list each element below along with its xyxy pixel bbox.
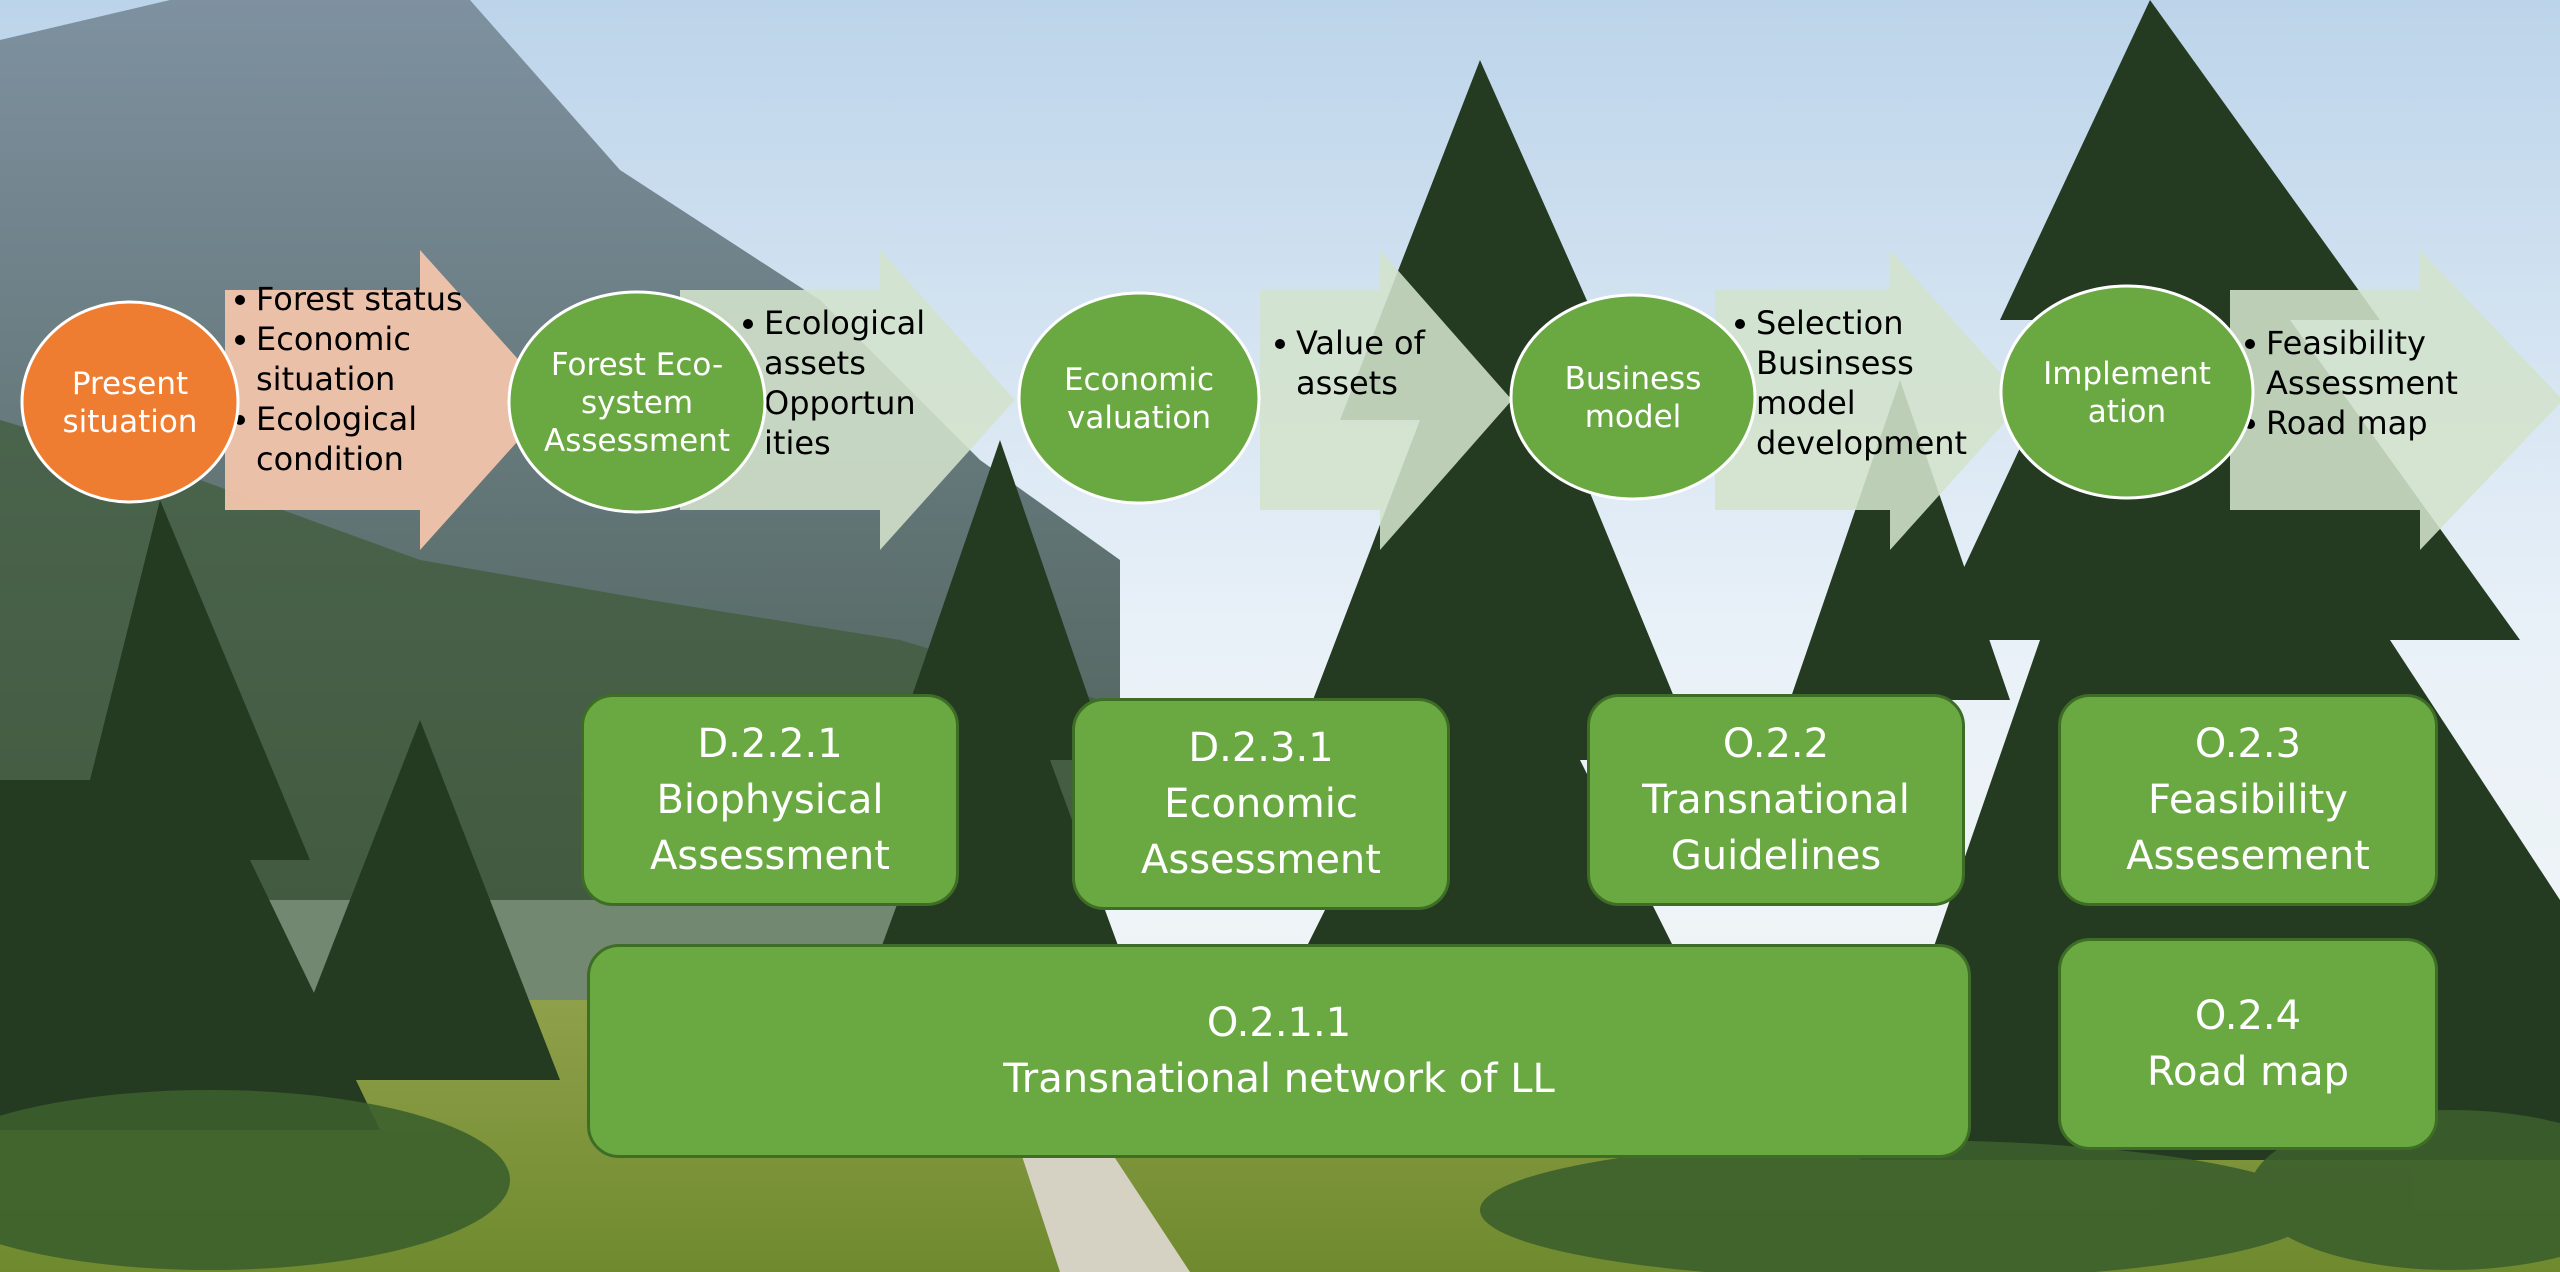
process-arrow-3 [1260,250,1512,550]
process-stage-4 [1509,293,1757,501]
process-bullet-text: Feasibility [2266,324,2426,362]
process-bullet-text: development [1756,424,1967,462]
process-bullet-text: condition [256,440,404,478]
process-bullet-text: situation [256,360,395,398]
process-bullet-text: Businsess [1756,344,1914,382]
process-stage-label: ation [2088,394,2166,430]
bullet-dot [2245,339,2255,349]
process-bullet-text: Selection [1756,304,1903,342]
output-o24-box: O.2.4 Road map [2058,938,2438,1150]
output-title-line-1: Biophysical [656,777,884,823]
process-stage-label: Forest Eco- [551,347,723,383]
process-stage-label: Economic [1064,362,1214,398]
process-bullet-text: model [1756,384,1856,422]
process-stage-label: Implement [2043,356,2211,392]
output-code: O.2.3 [2194,721,2302,767]
process-stage-label: system [581,385,693,421]
process-stage-3 [1017,291,1261,505]
process-bullet-text: Assessment [2266,364,2458,402]
process-arrow-5 [2230,250,2560,550]
output-d231-box: D.2.3.1 Economic Assessment [1072,698,1450,910]
output-title-line-2: Assessment [1141,837,1381,883]
process-bullet-text: Value of [1296,324,1426,362]
process-stage-label: model [1585,399,1682,435]
process-bullet-text: Economic [256,320,411,358]
process-bullet-text: Ecological [256,400,417,438]
output-o211-box: O.2.1.1 Transnational network of LL [587,944,1971,1158]
process-arrow-4 [1715,250,2025,550]
process-bullet-text: assets [1296,364,1398,402]
bullet-dot [235,335,245,345]
output-code: D.2.2.1 [697,721,843,767]
output-code: O.2.1.1 [1206,1000,1352,1046]
process-stage-label: Business [1565,361,1702,397]
output-d221-box: D.2.2.1 Biophysical Assessment [581,694,959,906]
output-code: O.2.2 [1722,721,1830,767]
output-title-line-1: Economic [1164,781,1358,827]
bullet-dot [743,319,753,329]
process-bullet-text: Ecological [764,304,925,342]
process-bullet-text: Forest status [256,280,463,318]
bullet-dot [1275,339,1285,349]
output-title-line-2: Guidelines [1670,833,1882,879]
process-stage-label: valuation [1067,400,1211,436]
output-o22-box: O.2.2 Transnational Guidelines [1587,694,1965,906]
process-bullet-text: ities [764,424,831,462]
output-title-line-1: Transnational [1642,777,1910,823]
bullet-dot [235,295,245,305]
output-o23-box: O.2.3 Feasibility Assesement [2058,694,2438,906]
process-stage-5 [1999,284,2255,500]
process-stage-label: situation [63,404,198,440]
process-stage-1 [20,300,240,504]
process-stage-label: Present [72,366,188,402]
process-flow: Forest statusEconomicsituationEcological… [20,250,2560,550]
bullet-dot [1735,319,1745,329]
process-stage-label: Assessment [544,423,730,459]
output-title-line-2: Assessment [650,833,890,879]
process-bullet-text: Road map [2266,404,2428,442]
process-stage-2 [507,290,767,514]
output-code: D.2.3.1 [1188,725,1334,771]
output-code: O.2.4 [2194,993,2302,1039]
output-title-line-1: Transnational network of LL [1003,1056,1555,1102]
output-title-line-1: Feasibility [2148,777,2348,823]
output-title-line-2: Assesement [2126,833,2370,879]
process-arrow-1 [225,250,555,550]
process-bullet-text: assets [764,344,866,382]
process-bullet-text: Opportun [764,384,916,422]
process-arrow-2 [680,250,1015,550]
output-title-line-1: Road map [2147,1049,2349,1095]
